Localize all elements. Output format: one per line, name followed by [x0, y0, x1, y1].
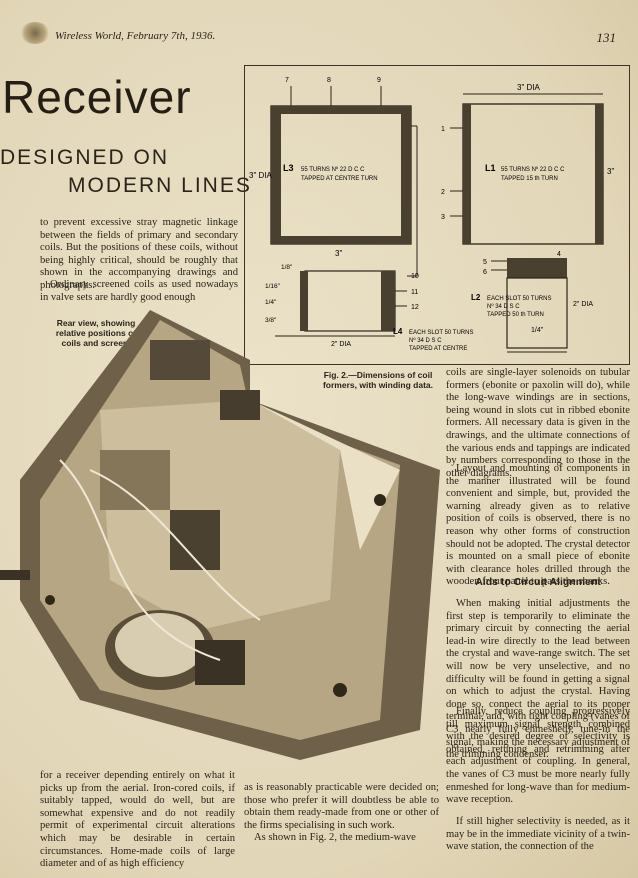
dim-1-4-right: 1/4": [531, 327, 544, 334]
terminal-11: 11: [411, 289, 418, 296]
right-col-para-2: Layout and mounting of components in the…: [446, 463, 630, 588]
dim-3-right-side: 3": [607, 167, 614, 176]
page-number: 131: [596, 30, 617, 45]
bottom-middle-para-1: as is reasonably practicable were decide…: [244, 782, 439, 831]
dim-2-dia-right: 2" DIA: [573, 301, 593, 308]
bottom-middle-text: as is reasonably practicable were decide…: [244, 782, 439, 845]
terminal-12: 12: [411, 304, 419, 311]
dim-3-dia-left: 3" DIA: [249, 171, 273, 180]
terminal-5: 5: [483, 259, 487, 266]
terminal-6: 6: [483, 269, 487, 276]
l2-tap: TAPPED 50 th TURN: [487, 312, 544, 318]
l4-turns: EACH SLOT 50 TURNS: [409, 330, 473, 336]
terminal-10: 10: [411, 273, 419, 280]
coil-diagram-svg: 7 8 9 3" DIA 3" L3 55 TURNS Nº 22 D C C …: [249, 77, 614, 353]
l3-tap: TAPPED AT CENTRE TURN: [301, 176, 378, 182]
right-col-para-5: If still higher selectivity is needed, a…: [446, 816, 630, 853]
coil-diagram: 7 8 9 3" DIA 3" L3 55 TURNS Nº 22 D C C …: [244, 65, 630, 365]
terminal-3: 3: [441, 214, 445, 221]
section-heading: Aids to Circuit Alignment: [475, 576, 601, 588]
dim-3-left-bottom: 3": [335, 249, 342, 258]
coil-l3: [270, 86, 418, 277]
figure-caption: Fig. 2.—Dimensions of coil formers, with…: [322, 370, 434, 390]
coil-l4: [275, 270, 407, 337]
l1-turns: 55 TURNS Nº 22 D C C: [501, 166, 565, 173]
l4-wire: Nº 34 D S C: [409, 337, 442, 344]
subtitle-line-2: MODERN LINES: [68, 174, 252, 197]
dim-2-dia-left: 2" DIA: [331, 341, 351, 348]
l1-tap: TAPPED 15 th TURN: [501, 176, 558, 182]
right-col-para-1: coils are single-layer solenoids on tubu…: [446, 367, 630, 479]
l4-label: L4: [393, 327, 403, 336]
terminal-4: 4: [557, 251, 561, 258]
bottom-left-text: for a receiver depending entirely on wha…: [40, 770, 235, 870]
l2-label: L2: [471, 293, 481, 302]
article-title: Receiver: [2, 71, 192, 123]
terminal-7: 7: [285, 77, 289, 84]
l4-tap: TAPPED AT CENTRE: [409, 346, 467, 352]
terminal-8: 8: [327, 77, 331, 84]
dim-1-8: 1/8": [281, 264, 293, 271]
running-head: Wireless World, February 7th, 1936.: [55, 30, 216, 42]
bottom-middle-para-2: As shown in Fig. 2, the medium-wave: [254, 832, 416, 844]
intro-paragraph: to prevent excessive stray magnetic link…: [40, 217, 238, 291]
dim-1-4-left: 1/4": [265, 299, 277, 306]
l3-turns: 55 TURNS Nº 22 D C C: [301, 166, 365, 173]
l2-wire: Nº 34 D S C: [487, 303, 520, 310]
dim-3-8: 3/8": [265, 317, 277, 324]
page-stain: [20, 22, 50, 44]
subtitle-line-1: DESIGNED ON: [0, 146, 170, 169]
receiver-photo-svg: [0, 310, 440, 760]
l3-label: L3: [283, 163, 294, 173]
right-col-para-4: Finally, reduce coupling progressively t…: [446, 706, 630, 806]
l2-turns: EACH SLOT 50 TURNS: [487, 296, 551, 302]
dim-1-16: 1/16": [265, 283, 281, 290]
terminal-9: 9: [377, 77, 381, 84]
l1-label: L1: [485, 163, 496, 173]
receiver-photo: [0, 300, 440, 760]
coil-l2: [491, 258, 568, 353]
terminal-1: 1: [441, 126, 445, 133]
coil-l1: [450, 93, 604, 245]
ordinary-coils-paragraph: Ordinary screened coils as used nowadays…: [40, 279, 238, 303]
right-col-para-3: When making initial adjustments the firs…: [446, 598, 630, 761]
dim-3-dia-right: 3" DIA: [517, 83, 541, 92]
photo-caption: Rear view, showing relative positions of…: [55, 318, 137, 348]
terminal-2: 2: [441, 189, 445, 196]
